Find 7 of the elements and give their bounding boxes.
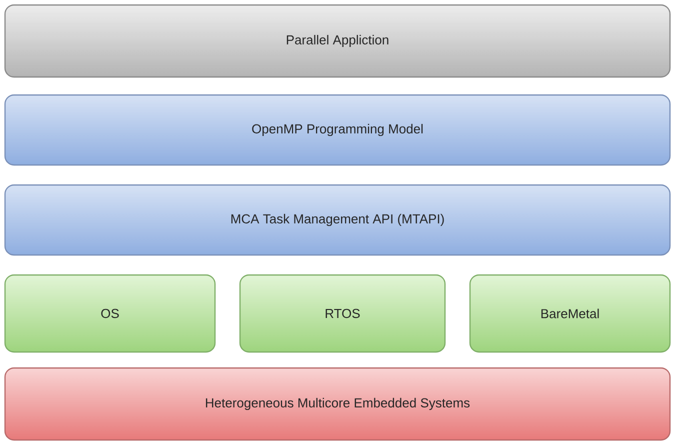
layer-box: BareMetal [469,274,671,353]
layer-box: Heterogeneous Multicore Embedded Systems [4,367,671,441]
layer-box: OS [4,274,216,353]
layer-box: OpenMP Programming Model [4,94,671,166]
layer-box: RTOS [239,274,446,353]
layer-box: MCA Task Management API (MTAPI) [4,184,671,256]
layer-box: Parallel Appliction [4,4,671,78]
